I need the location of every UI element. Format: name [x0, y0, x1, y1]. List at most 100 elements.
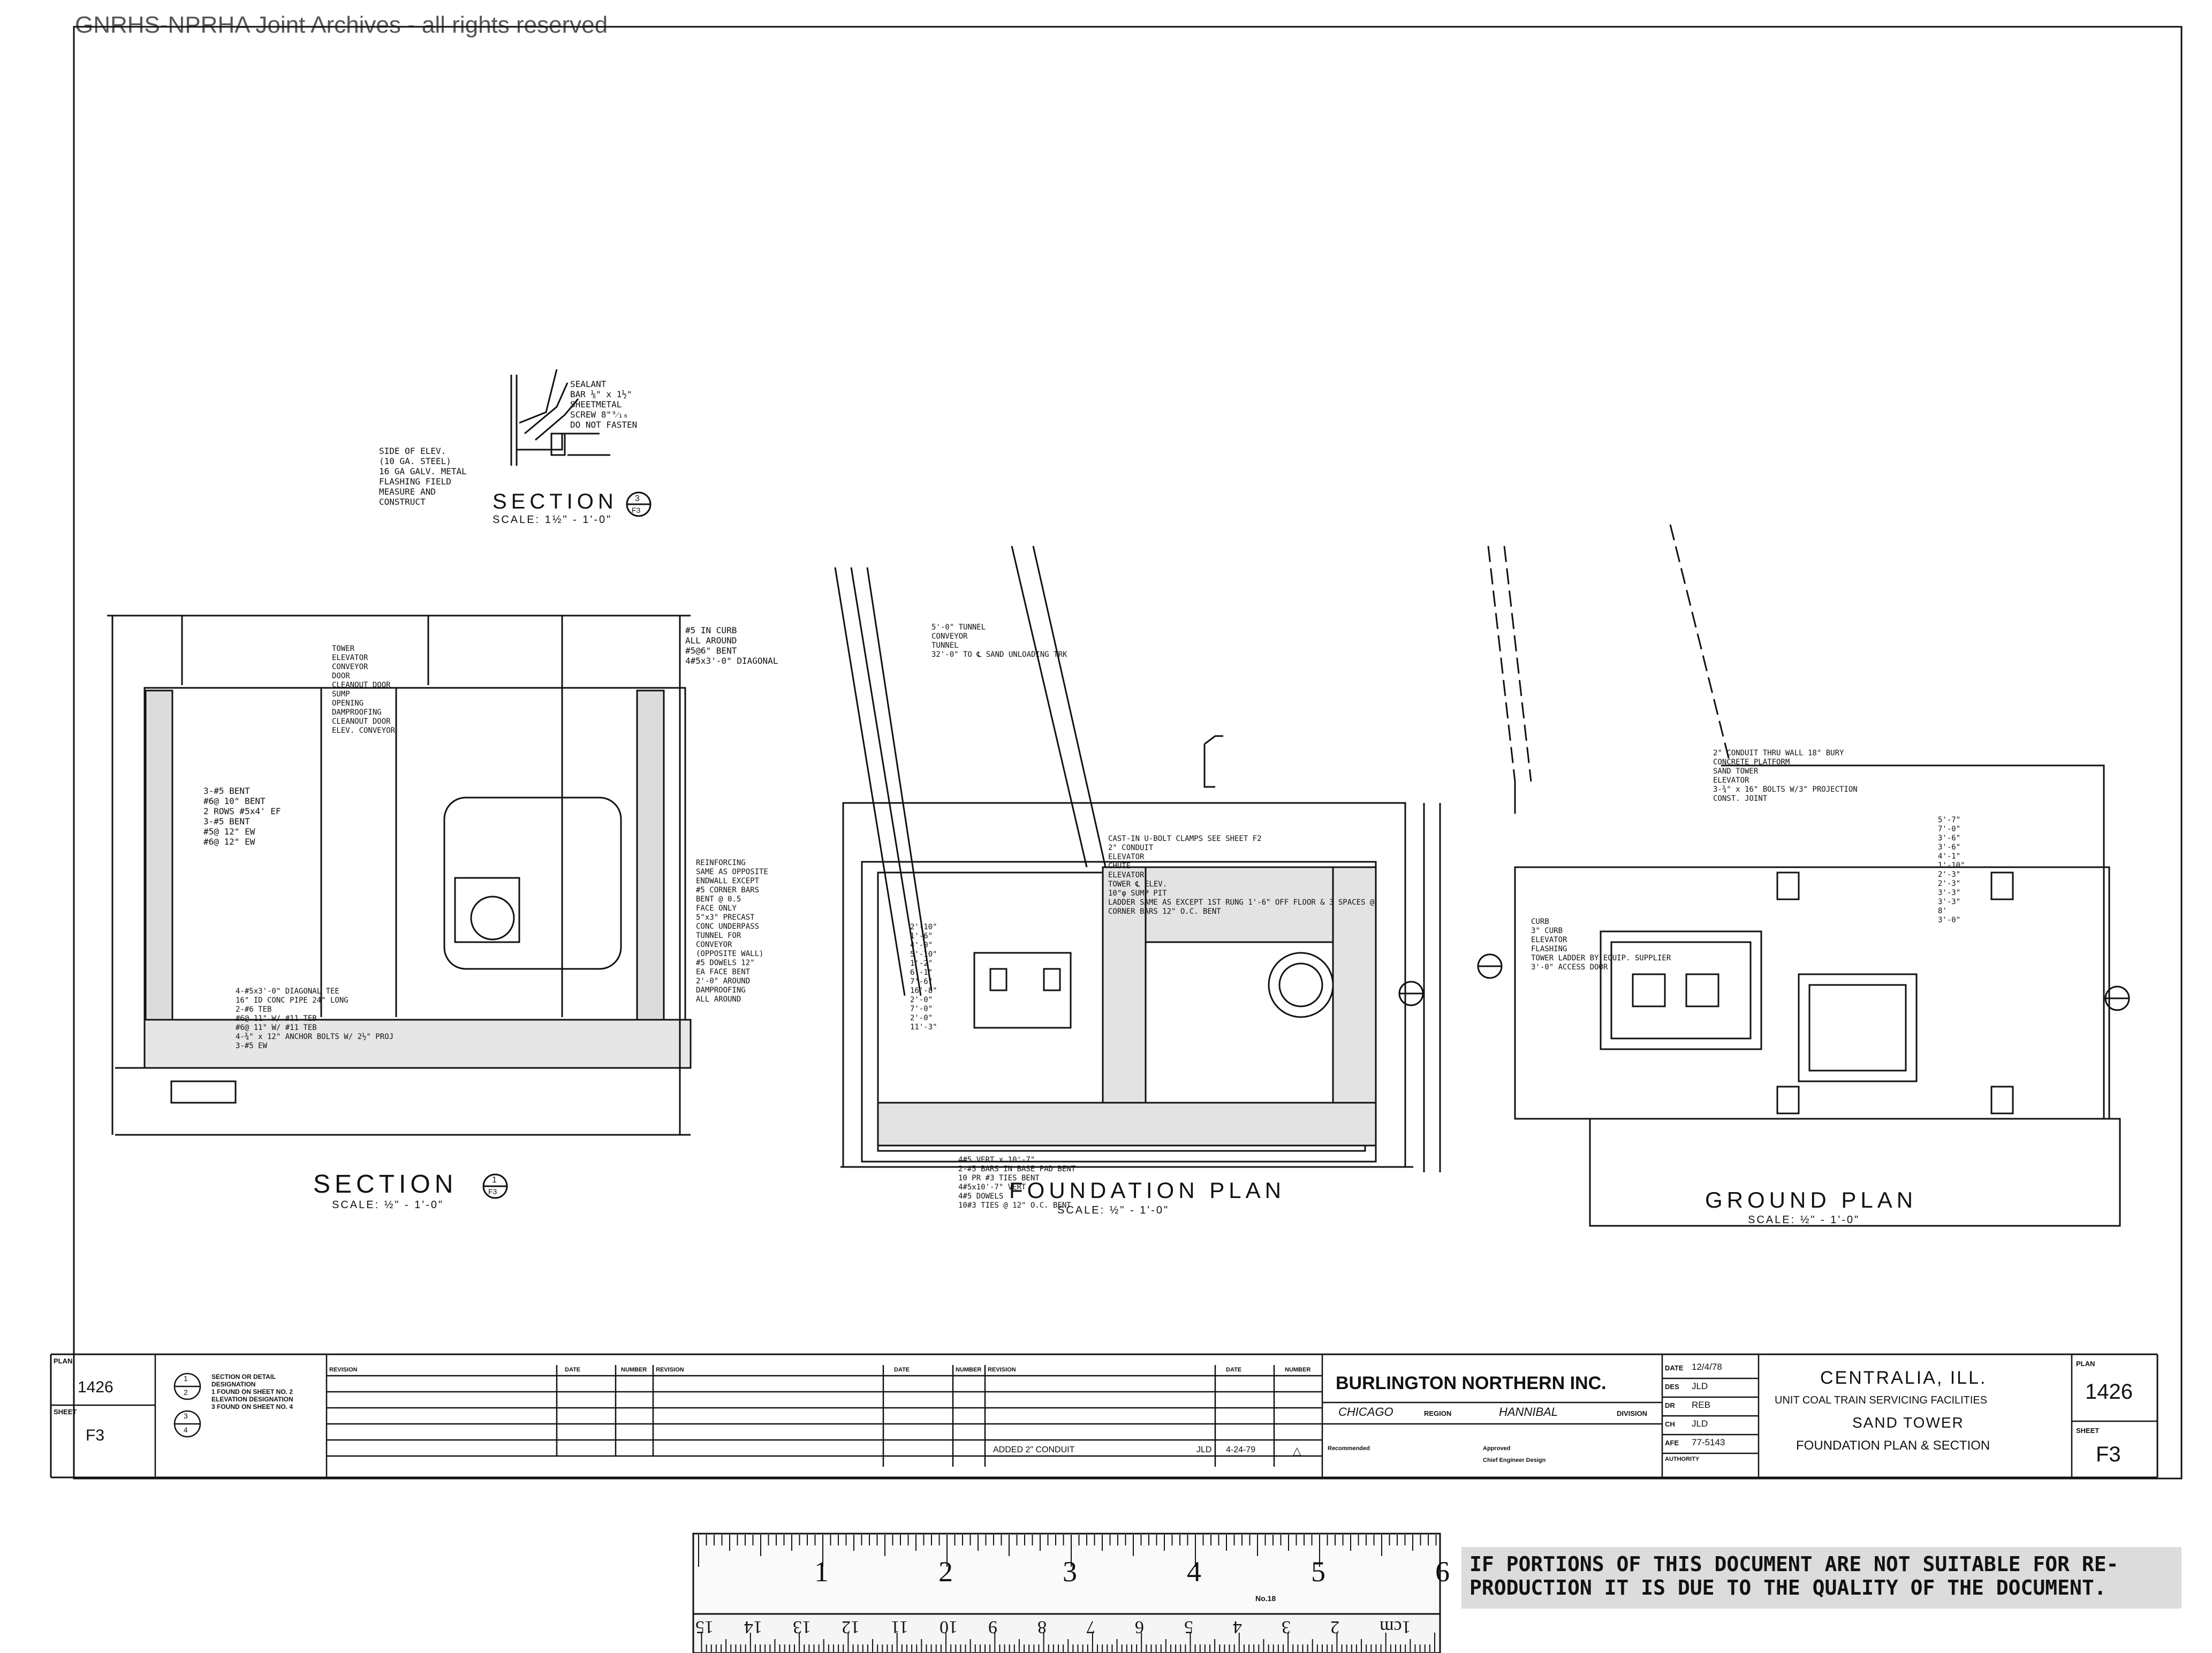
ruler-cm-label: 14: [744, 1617, 762, 1637]
ruler-inch-label: 6: [1435, 1556, 1450, 1588]
rev-entry-by: JLD: [1196, 1445, 1212, 1454]
section-3-ref-sheet: F3: [632, 506, 641, 514]
chief-engineer-label: Chief Engineer Design: [1483, 1457, 1546, 1464]
foundation-dims: 2'-10"1'-6"4'-0"5'-10"1'-2"6'-1"7'-6"16'…: [910, 923, 937, 1032]
scale-ruler: [692, 1533, 1441, 1653]
section-1-ref-sheet: F3: [488, 1187, 497, 1196]
legend-symbol-3: 3: [184, 1412, 188, 1420]
ground-dims: 5'-7"7'-0"3'-6"3'-6"4'-1"1'-10"2'-3"2'-3…: [1938, 816, 1965, 924]
region-name: CHICAGO: [1338, 1405, 1393, 1419]
ch-label: CH: [1665, 1420, 1675, 1428]
tb-plan-label-right: PLAN: [2076, 1360, 2095, 1368]
rev-header-date-2: DATE: [894, 1367, 910, 1373]
ruler-model: No.18: [1255, 1594, 1276, 1603]
ruler-cm-label: 7: [1086, 1617, 1095, 1637]
approved-label: Approved: [1483, 1445, 1511, 1452]
rev-header-num-3: NUMBER: [1285, 1367, 1311, 1373]
afe-value: 77-5143: [1692, 1437, 1725, 1447]
ruler-cm-label: 2: [1330, 1617, 1340, 1637]
rev-entry-date: 4-24-79: [1226, 1445, 1256, 1454]
ground-plan-title: GROUND PLAN: [1705, 1187, 1918, 1212]
ruler-inch-label: 4: [1187, 1556, 1201, 1588]
ruler-cm-label: 10: [940, 1617, 958, 1637]
rev-header-2: REVISION: [656, 1367, 684, 1373]
ruler-cm-label: 15: [695, 1617, 714, 1637]
division-label: DIVISION: [1617, 1409, 1648, 1417]
date-label: DATE: [1665, 1364, 1684, 1372]
ruler-inch-label: 1: [814, 1556, 829, 1588]
tb-plan-value: 1426: [78, 1378, 113, 1396]
project-line-3: FOUNDATION PLAN & SECTION: [1796, 1438, 1990, 1453]
section-1-view: [107, 615, 692, 1199]
ruler-inch-label: 5: [1311, 1556, 1325, 1588]
section-1-scale: SCALE: ½" - 1'-0": [332, 1199, 444, 1211]
ruler-cm-label: 8: [1037, 1617, 1047, 1637]
archive-watermark: GNRHS-NPRHA Joint Archives - all rights …: [75, 12, 608, 38]
rev-header-date-1: DATE: [565, 1367, 581, 1373]
legend-symbol-1: 1: [184, 1374, 188, 1383]
sheet-border: [73, 26, 2183, 1480]
authority-label: AUTHORITY: [1665, 1456, 1700, 1462]
ch-value: JLD: [1692, 1419, 1708, 1429]
tb-sheet-value: F3: [86, 1427, 105, 1444]
ground-plan-view: [1477, 524, 2130, 1227]
company-name: BURLINGTON NORTHERN INC.: [1336, 1373, 1607, 1393]
date-value: 12/4/78: [1692, 1362, 1722, 1372]
ruler-inch-label: 2: [938, 1556, 953, 1588]
ruler-cm-label: 1cm: [1379, 1617, 1411, 1637]
tb-sheet-value-right: F3: [2096, 1443, 2121, 1466]
dr-label: DR: [1665, 1401, 1675, 1409]
ruler-cm-label: 11: [890, 1617, 908, 1637]
section-3-scale: SCALE: 1½" - 1'-0": [493, 514, 612, 526]
ruler-cm-label: 12: [842, 1617, 860, 1637]
rev-header-num-2: NUMBER: [956, 1367, 982, 1373]
section-3-detail: [510, 369, 652, 517]
afe-label: AFE: [1665, 1439, 1679, 1447]
foundation-plan-scale: SCALE: ½" - 1'-0": [1057, 1204, 1170, 1216]
section-1-ref-num: 1: [492, 1176, 497, 1185]
ruler-cm-label: 6: [1135, 1617, 1145, 1637]
rev-header-date-3: DATE: [1226, 1367, 1242, 1373]
ruler-cm-label: 5: [1184, 1617, 1193, 1637]
project-location: CENTRALIA, ILL.: [1820, 1368, 1987, 1388]
legend-symbol-4: 4: [184, 1425, 188, 1434]
legend-symbol-2: 2: [184, 1388, 188, 1397]
ruler-inch-label: 3: [1063, 1556, 1077, 1588]
ruler-cm-label: 13: [793, 1617, 812, 1637]
project-line-1: UNIT COAL TRAIN SERVICING FACILITIES: [1775, 1394, 1988, 1406]
sec3-left-labels: SIDE OF ELEV.(10 GA. STEEL)16 GA GALV. M…: [379, 446, 467, 507]
foundation-labels-3: 4#5 VERT x 10'-7"2-#5 BARS IN BASE PAD B…: [958, 1156, 1076, 1210]
rev-header-num-1: NUMBER: [621, 1367, 647, 1373]
title-block-grid: [51, 1354, 2157, 1477]
des-label: DES: [1665, 1383, 1679, 1391]
rev-header-1: REVISION: [329, 1367, 358, 1373]
warning-panel: [1461, 1547, 2181, 1609]
dr-value: REB: [1692, 1400, 1710, 1410]
tb-plan-label: PLAN: [54, 1357, 73, 1365]
des-value: JLD: [1692, 1381, 1708, 1391]
division-name: HANNIBAL: [1499, 1405, 1558, 1419]
rev-entry-number: △: [1293, 1445, 1301, 1457]
section-1-title: SECTION: [313, 1170, 458, 1199]
reproduction-warning: IF PORTIONS OF THIS DOCUMENT ARE NOT SUI…: [1469, 1552, 2119, 1599]
region-label: REGION: [1424, 1409, 1452, 1417]
rev-entry-text: ADDED 2" CONDUIT: [993, 1445, 1075, 1454]
section-3-title: SECTION: [493, 490, 618, 513]
tb-plan-value-right: 1426: [2085, 1380, 2133, 1404]
ruler-cm-label: 4: [1232, 1617, 1242, 1637]
recommended-label: Recommended: [1328, 1445, 1370, 1452]
ruler-cm-label: 3: [1282, 1617, 1291, 1637]
ruler-cm-label: 9: [988, 1617, 998, 1637]
tb-sheet-label-right: SHEET: [2076, 1427, 2100, 1435]
tb-sheet-label: SHEET: [54, 1408, 77, 1416]
